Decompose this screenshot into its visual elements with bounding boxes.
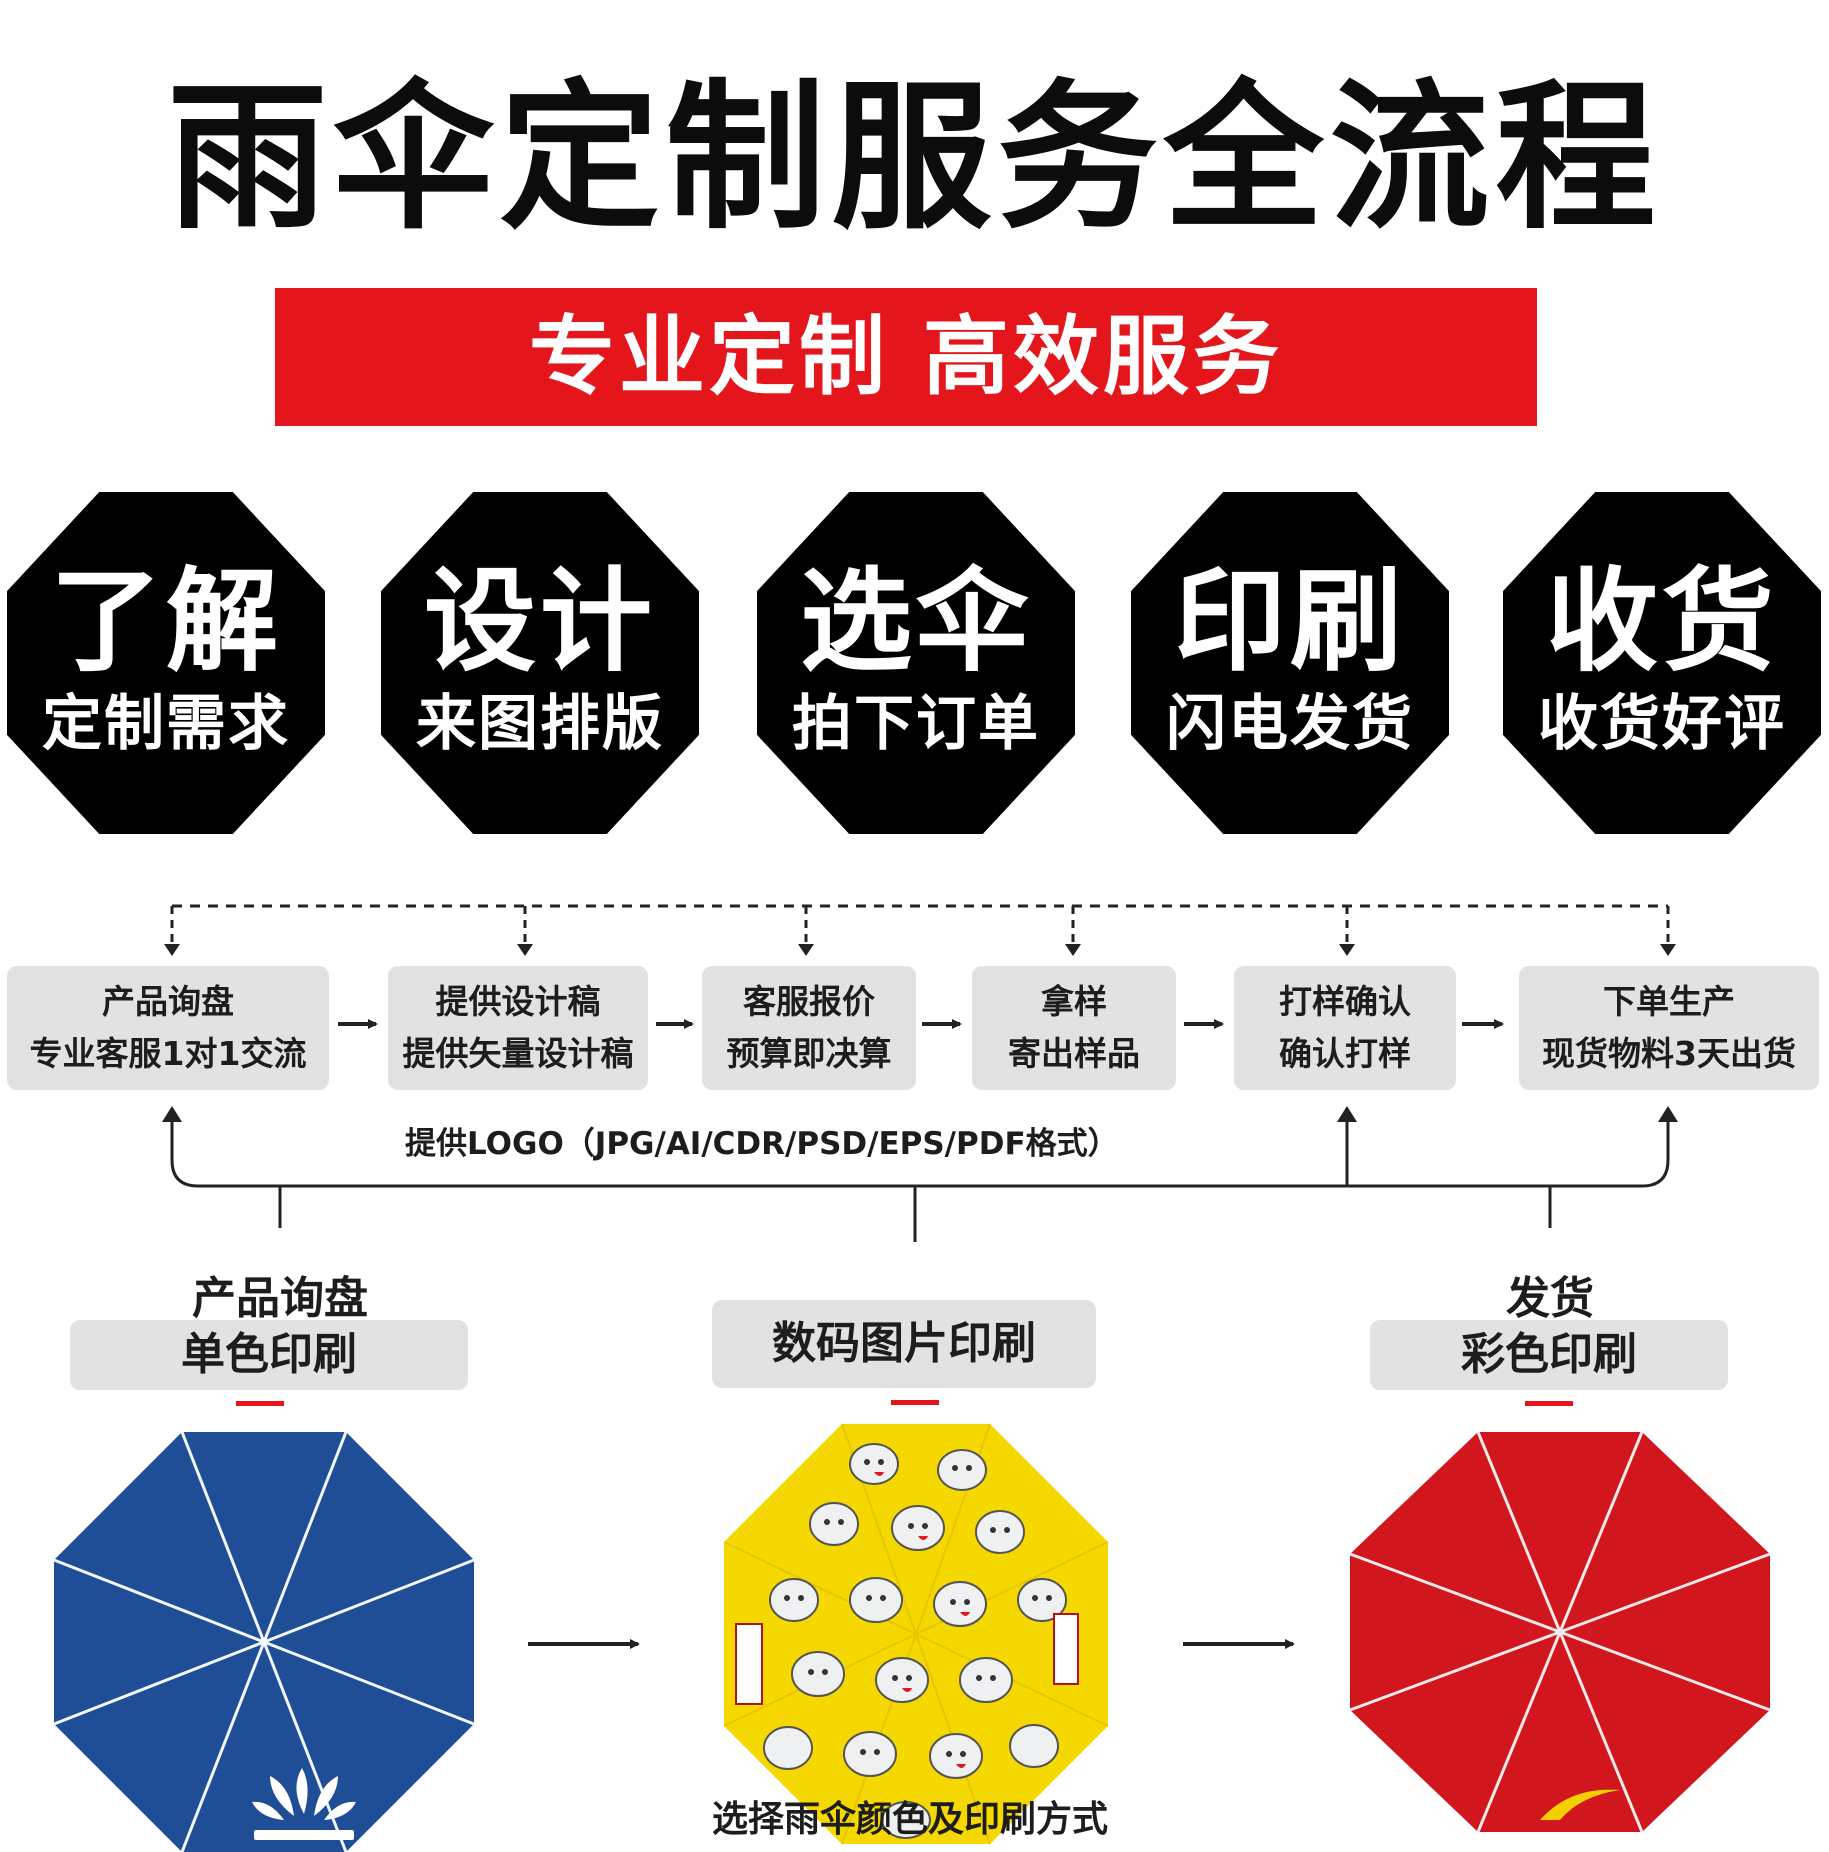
- stage-subtitle: 闪电发货: [1166, 689, 1414, 760]
- single-color-print-label: 单色印刷: [70, 1320, 468, 1390]
- brand-logo-icon: [1540, 1789, 1620, 1820]
- arrow-up-icon: [162, 1106, 182, 1122]
- right-caption: 发货: [1506, 1273, 1594, 1324]
- step-detail: 预算即决算: [726, 1034, 892, 1073]
- step-box-quote: 客服报价 预算即决算: [702, 966, 916, 1090]
- stage-subtitle: 定制需求: [42, 689, 290, 760]
- subtitle-banner: 专业定制 高效服务: [275, 288, 1537, 426]
- stage-subtitle: 收货好评: [1538, 689, 1786, 760]
- red-accent-dash: [236, 1401, 284, 1406]
- stage-understand: 了解 定制需求: [7, 492, 325, 834]
- page-title: 雨伞定制服务全流程: [167, 64, 1662, 251]
- bottom-note: 选择雨伞颜色及印刷方式: [711, 1799, 1108, 1840]
- step-title: 产品询盘: [102, 982, 234, 1021]
- step-title: 客服报价: [743, 982, 875, 1021]
- cartoon-pattern-icon: [763, 1443, 1067, 1839]
- stage-print: 印刷 闪电发货: [1131, 492, 1449, 834]
- stage-subtitle: 拍下订单: [792, 689, 1040, 760]
- full-color-print-label: 彩色印刷: [1370, 1320, 1728, 1390]
- step-detail: 专业客服1对1交流: [29, 1034, 307, 1073]
- stage-design: 设计 来图排版: [381, 492, 699, 834]
- step-detail: 寄出样品: [1008, 1034, 1140, 1073]
- step-detail: 提供矢量设计稿: [402, 1034, 634, 1073]
- stage-subtitle: 来图排版: [416, 689, 664, 760]
- digital-print-label: 数码图片印刷: [712, 1300, 1096, 1388]
- step-box-sample: 拿样 寄出样品: [972, 966, 1176, 1090]
- stage-title: 设计: [424, 556, 656, 687]
- yellow-umbrella: [723, 1423, 1109, 1845]
- stage-title: 了解: [50, 556, 282, 687]
- stage-receive: 收货 收货好评: [1503, 492, 1821, 834]
- step-detail: 确认打样: [1279, 1034, 1411, 1073]
- stage-title: 选伞: [800, 556, 1032, 687]
- step-box-design-draft: 提供设计稿 提供矢量设计稿: [388, 966, 648, 1090]
- stamp-label: [1053, 1613, 1079, 1685]
- step-title: 下单生产: [1603, 982, 1735, 1021]
- red-accent-dash: [891, 1400, 939, 1405]
- stamp-label: [735, 1623, 763, 1705]
- red-accent-dash: [1525, 1401, 1573, 1406]
- step-title: 打样确认: [1279, 982, 1411, 1021]
- step-title: 提供设计稿: [435, 982, 601, 1021]
- step-title: 拿样: [1041, 982, 1107, 1021]
- stage-select: 选伞 拍下订单: [757, 492, 1075, 834]
- arrow-up-icon: [1337, 1106, 1357, 1122]
- stage-title: 印刷: [1174, 556, 1406, 687]
- stage-title: 收货: [1546, 556, 1778, 687]
- left-caption: 产品询盘: [192, 1273, 368, 1324]
- blue-umbrella: [53, 1431, 475, 1852]
- step-box-production: 下单生产 现货物料3天出货: [1519, 966, 1819, 1090]
- red-umbrella: [1349, 1431, 1771, 1833]
- arrow-up-icon: [1658, 1106, 1678, 1122]
- step-detail: 现货物料3天出货: [1542, 1034, 1796, 1073]
- logo-format-note: 提供LOGO（JPG/AI/CDR/PSD/EPS/PDF格式）: [405, 1126, 1119, 1162]
- step-box-inquiry: 产品询盘 专业客服1对1交流: [7, 966, 329, 1090]
- step-box-proof: 打样确认 确认打样: [1234, 966, 1456, 1090]
- bottom-bracket-line: [170, 1108, 1670, 1188]
